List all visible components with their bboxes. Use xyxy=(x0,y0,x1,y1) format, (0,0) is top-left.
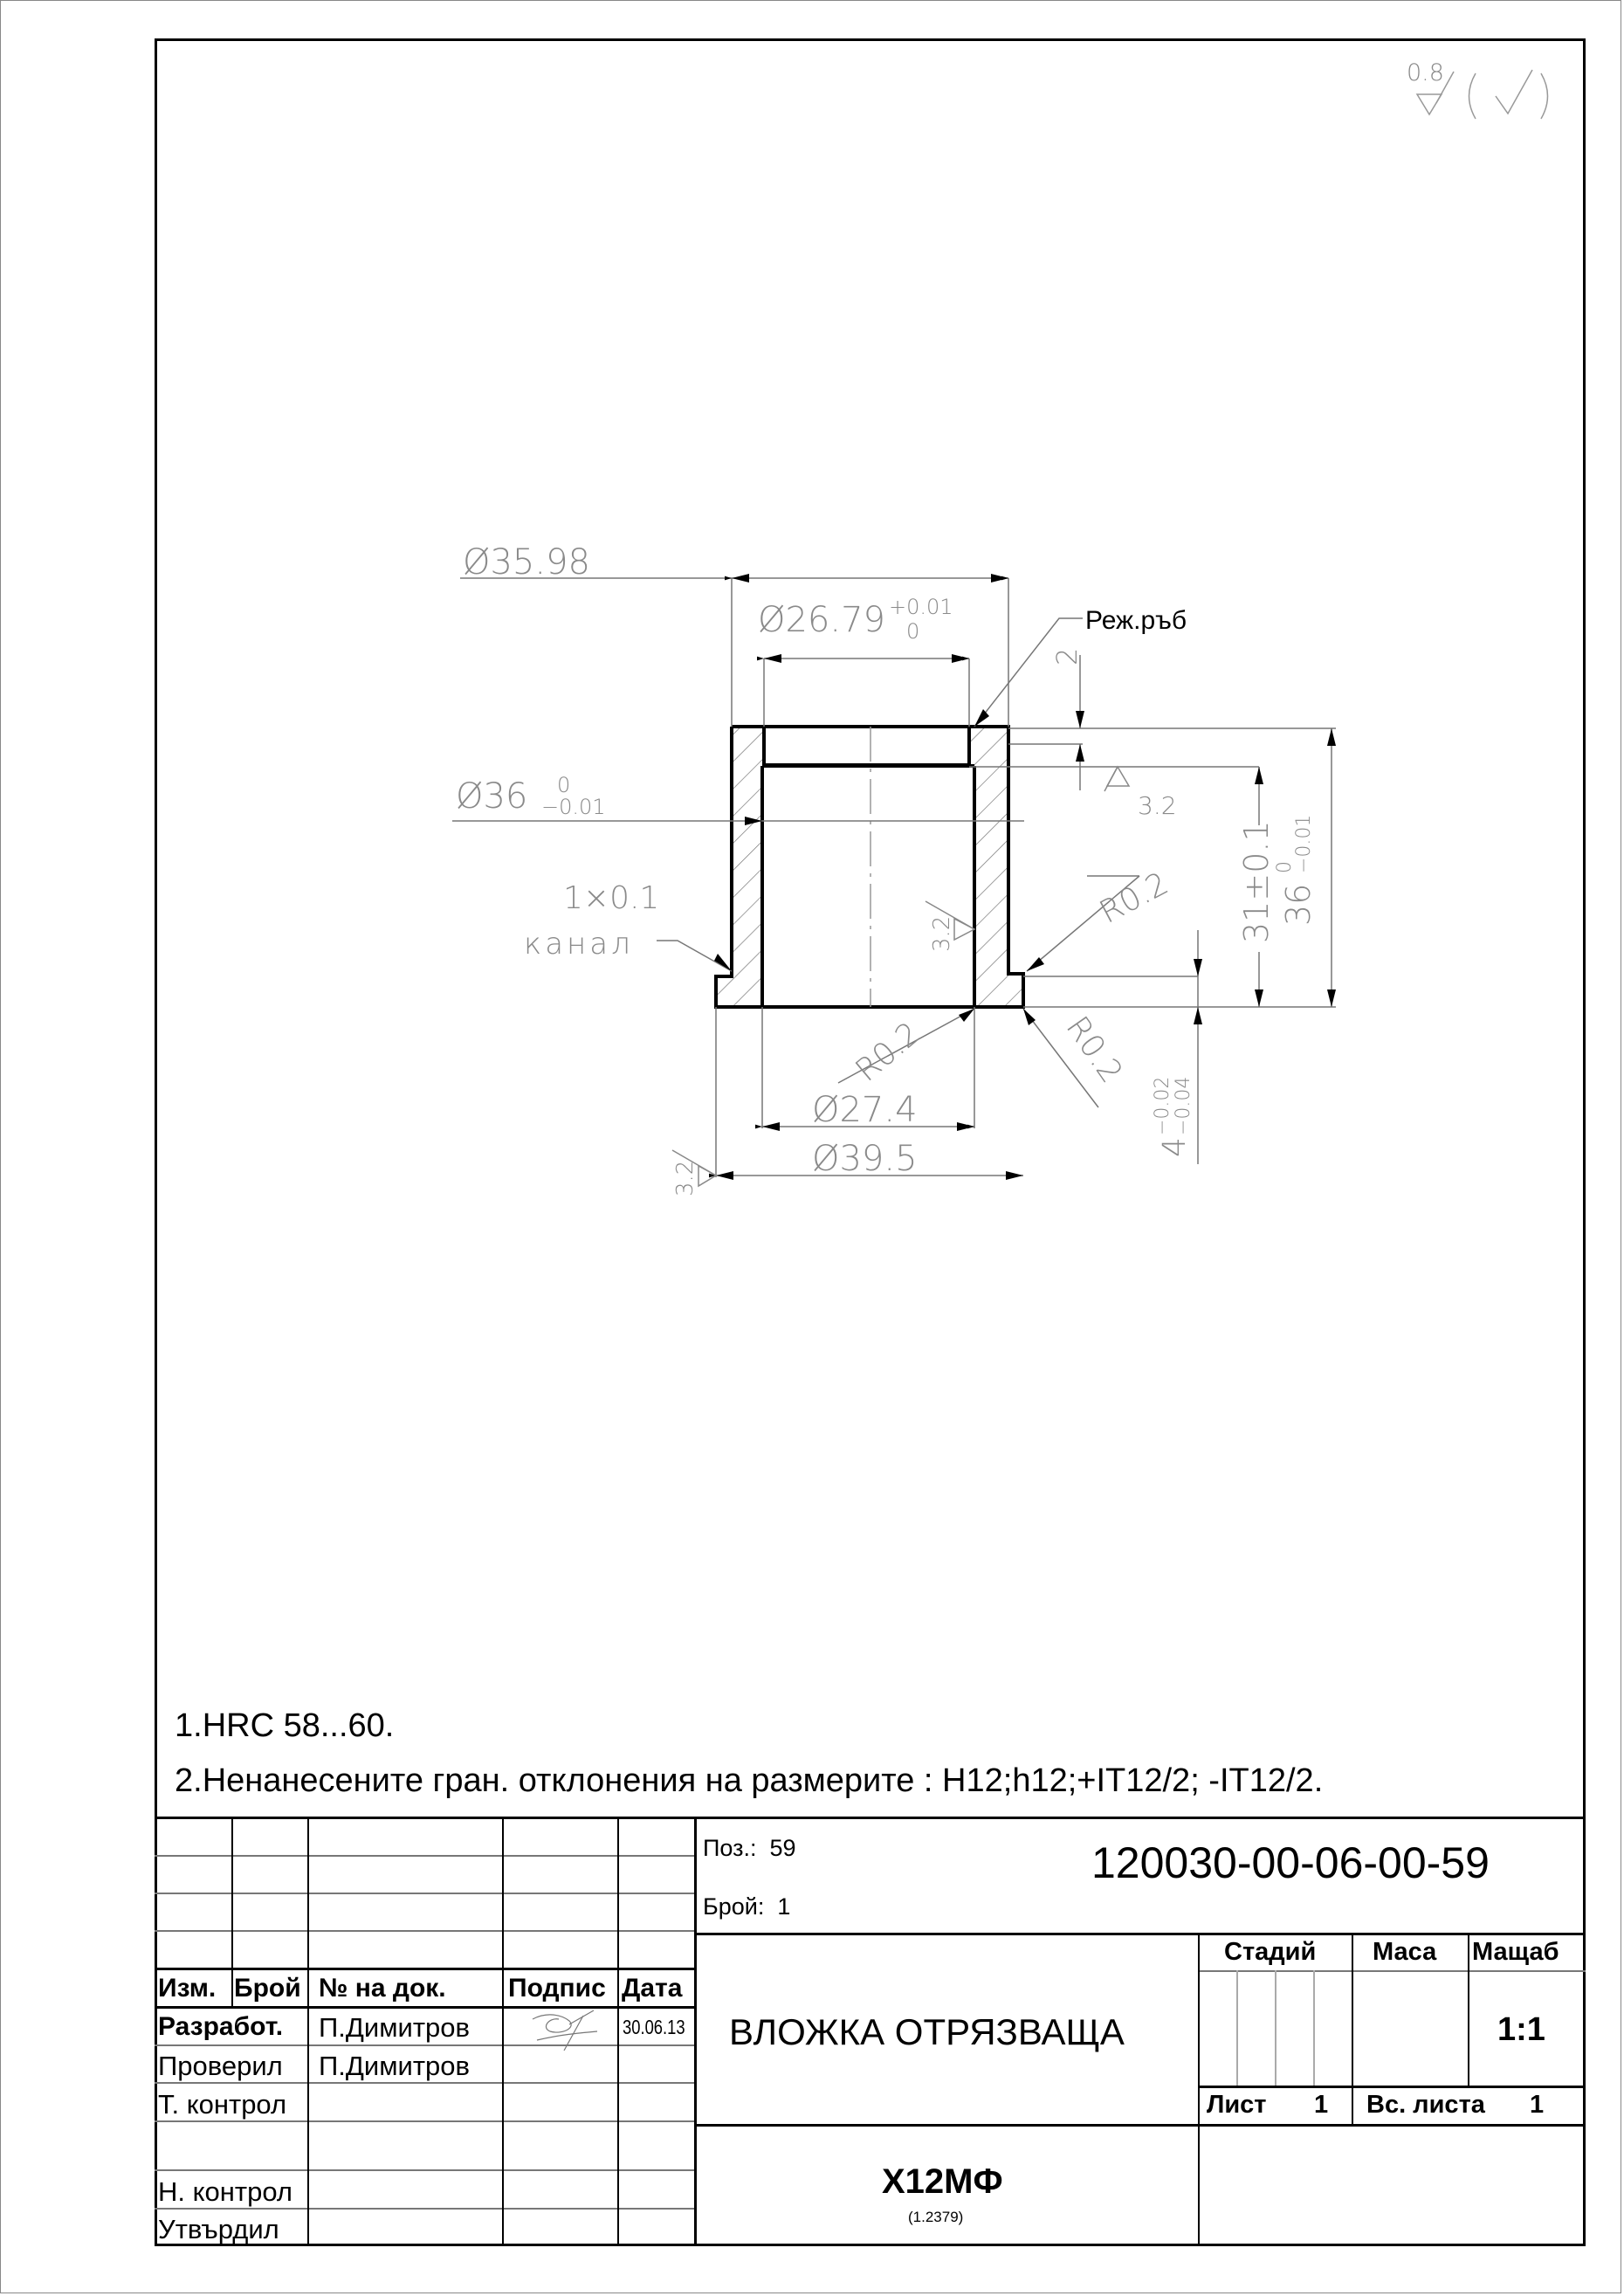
quantity-value: 1 xyxy=(777,1893,791,1920)
note-tolerances: 2.Ненанесените гран. отклонения на разме… xyxy=(175,1762,1324,1799)
dim-d26-79-tol-lower: 0 xyxy=(906,619,919,644)
signature-image xyxy=(532,2010,598,2051)
scale-label: Мащаб xyxy=(1472,1938,1559,1966)
roughness-value-top: 3.2 xyxy=(1138,791,1177,820)
position-value: 59 xyxy=(769,1835,796,1861)
dim-radius-lower-left: R0.2 xyxy=(849,1016,926,1089)
quantity-label: Брой: xyxy=(703,1893,765,1920)
stage-label: Стадий xyxy=(1224,1938,1317,1966)
dim-flange-4: 4 xyxy=(1157,1137,1193,1157)
name-checked: П.Димитров xyxy=(319,2051,470,2081)
dim-chamfer: 1×0.1 xyxy=(563,880,659,916)
edge-label: Реж.ръб xyxy=(1085,606,1187,635)
drawing-number: 120030-00-06-00-59 xyxy=(1091,1838,1490,1887)
material-grade: Х12МФ xyxy=(882,2162,1003,2201)
dimension-lines xyxy=(452,576,1336,1178)
general-roughness-value: 0.8 xyxy=(1407,59,1444,86)
note-hardness: 1.HRC 58...60. xyxy=(175,1707,395,1744)
role-approved: Утвърдил xyxy=(158,2214,279,2244)
header-signature: Подпис xyxy=(508,1974,606,2003)
dim-flange-4-tol-upper: −0.02 xyxy=(1152,1077,1173,1135)
name-developed: П.Димитров xyxy=(319,2012,470,2043)
date-developed: 30.06.13 xyxy=(623,2016,685,2038)
dim-d27-4: Ø27.4 xyxy=(812,1090,918,1130)
general-roughness-symbol xyxy=(1415,69,1549,120)
dim-d35-98: Ø35.98 xyxy=(463,542,590,583)
roughness-value-base: 3.2 xyxy=(672,1161,698,1196)
drawing-frame xyxy=(155,38,1586,2246)
dim-length-36-tol-upper: 0 xyxy=(1274,861,1296,873)
role-developed: Разработ. xyxy=(158,2012,284,2041)
dim-d26-79: Ø26.79 xyxy=(758,600,885,640)
dim-d36-tol-upper: 0 xyxy=(557,773,570,797)
mass-label: Маса xyxy=(1373,1938,1437,1966)
sheet-value: 1 xyxy=(1314,2091,1329,2119)
header-broy: Брой xyxy=(234,1974,301,2003)
material-equivalent: (1.2379) xyxy=(908,2209,964,2225)
arrowheads xyxy=(714,574,1336,1180)
dim-radius-lower-right: R0.2 xyxy=(1059,1010,1130,1090)
dim-depth-2: 2 xyxy=(1050,648,1084,665)
dim-d36: Ø36 xyxy=(456,776,527,817)
roughness-value-bore: 3.2 xyxy=(929,916,955,952)
groove-label: канал xyxy=(524,927,634,962)
part-name: ВЛОЖКА ОТРЯЗВАЩА xyxy=(729,2011,1125,2052)
scale-value: 1:1 xyxy=(1497,2011,1545,2048)
roughness-symbols xyxy=(671,765,1131,1188)
dim-d26-79-tol-upper: +0.01 xyxy=(889,595,953,619)
position-label: Поз.: xyxy=(703,1835,757,1861)
sheets-total-value: 1 xyxy=(1530,2091,1545,2119)
role-tech-control: Т. контрол xyxy=(158,2089,287,2120)
dim-length-31: 31±0.1 xyxy=(1237,820,1276,943)
dim-length-36-tol-lower: −0.01 xyxy=(1293,815,1315,873)
dim-length-36: 36 xyxy=(1279,884,1318,926)
header-date: Дата xyxy=(622,1974,683,2003)
dim-d39-5: Ø39.5 xyxy=(812,1139,918,1179)
sheet-label: Лист xyxy=(1207,2091,1267,2119)
sheets-total-label: Вс. листа xyxy=(1366,2091,1485,2119)
dim-flange-4-tol-lower: −0.04 xyxy=(1173,1077,1194,1135)
dim-d36-tol-lower: −0.01 xyxy=(541,795,606,819)
section-hatch xyxy=(716,727,1023,1007)
role-norm-control: Н. контрол xyxy=(158,2176,292,2207)
header-doc-number: № на док. xyxy=(319,1974,446,2003)
header-izm: Изм. xyxy=(158,1974,217,2003)
role-checked: Проверил xyxy=(158,2051,283,2081)
